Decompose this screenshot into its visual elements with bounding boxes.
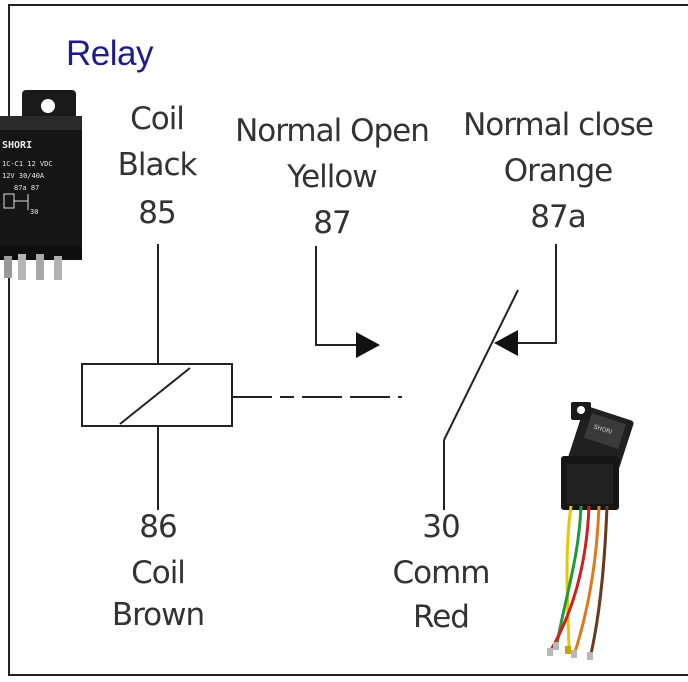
pin87-color-text: Yellow xyxy=(287,159,377,195)
pin87a-label: Normal close Orange 87a xyxy=(458,110,658,233)
pin87a-function-text: Normal close xyxy=(463,107,654,143)
wire-yellow xyxy=(565,505,573,649)
wire-red xyxy=(549,505,591,651)
coil-diagonal xyxy=(119,367,191,425)
pin87a-arrowhead xyxy=(494,330,518,356)
diagram-frame xyxy=(8,4,688,676)
pin87a-lead xyxy=(514,244,557,344)
diagram-title: Relay xyxy=(66,34,153,73)
pin30-number: 30 xyxy=(422,509,460,545)
relay-pin xyxy=(36,254,44,280)
pin86-number: 86 xyxy=(139,509,177,545)
pin87-label: Normal Open Yellow 87 xyxy=(232,116,432,239)
pin87-lead xyxy=(315,246,362,346)
relay-pin xyxy=(4,256,12,278)
wire-brown xyxy=(589,505,609,655)
relay-pin xyxy=(18,254,26,280)
pin87-number: 87 xyxy=(313,205,351,241)
pin86-color-text: Brown xyxy=(111,597,205,633)
relay-pin30-text: 30 xyxy=(30,208,38,216)
pin85-label: Coil Black 85 xyxy=(112,104,202,229)
pin30-label: 30 Comm Red xyxy=(386,512,496,633)
pin87a-color-text: Orange xyxy=(503,153,614,189)
pin85-coil-text: Coil xyxy=(130,101,185,137)
relay-pin xyxy=(54,256,62,280)
pin87a-number: 87a xyxy=(530,199,586,235)
pin87-function-text: Normal Open xyxy=(235,113,430,149)
relay-pins-text: 87a 87 xyxy=(14,184,39,192)
wire-orange xyxy=(573,505,601,653)
pin86-label: 86 Coil Brown xyxy=(108,512,208,631)
relay-spec-text-1: 1C-C1 12 VDC xyxy=(2,160,53,168)
pin85-color-text: Black xyxy=(117,147,198,183)
relay-brand-text: SHORI xyxy=(2,140,32,151)
relay-spec-text-2: 12V 30/40A xyxy=(2,172,45,180)
pin30-color-text: Red xyxy=(413,599,470,635)
pin30-function-text: Comm xyxy=(392,555,490,591)
wire-green xyxy=(555,505,583,645)
relay-photo: SHORI 1C-C1 12 VDC 12V 30/40A 87a 87 30 xyxy=(0,90,82,280)
pin85-number: 85 xyxy=(138,195,176,231)
pin87-arrowhead xyxy=(356,332,380,358)
switch-arm xyxy=(443,289,519,441)
pin86-coil-text: Coil xyxy=(131,555,186,591)
relay-harness-photo: SHORI xyxy=(547,402,634,660)
